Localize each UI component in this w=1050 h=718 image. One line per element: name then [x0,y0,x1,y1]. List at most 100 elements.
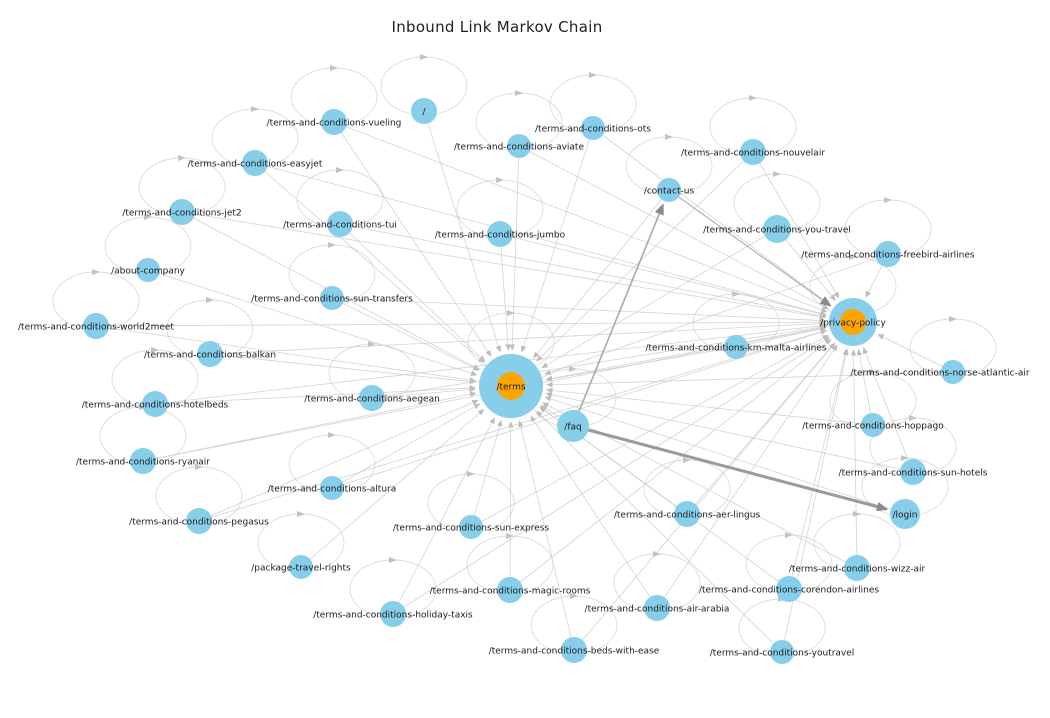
graph-node-highlight [497,372,525,400]
node-label: /package-travel-rights [251,564,351,574]
self-loop-arrow-icon [151,347,159,353]
self-loop-arrow-icon [901,455,909,461]
graph-edge [142,391,477,462]
self-loop-arrow-icon [785,532,793,538]
graph-edge [656,344,838,609]
self-loop-arrow-icon [569,366,577,372]
node-label: /terms-and-conditions-holiday-taxis [313,611,473,621]
self-loop-arrow-icon [389,557,397,563]
label-layer: / /terms-and-conditions-vueling/terms-and… [18,108,1030,659]
node-label: /terms-and-conditions-norse-atlantic-air [850,369,1029,379]
self-loop-arrow-icon [570,593,578,599]
node-label: /terms-and-conditions-nouvelair [681,149,825,159]
graph-edge [517,420,575,651]
graph-edge [668,189,832,307]
graph-node-highlight [840,309,866,335]
graph-edge [686,342,836,515]
graph-edge [572,203,664,427]
graph-edge [877,334,954,373]
self-loop-arrow-icon [206,297,214,303]
graph-node [136,258,160,282]
self-loop-arrow-icon [507,310,515,316]
node-label: /terms-and-conditions-vueling [267,119,402,129]
self-loop-arrow-icon [909,415,917,421]
graph-edge [333,121,492,357]
node-label: /terms-and-conditions-ots [535,125,651,135]
graph-node [763,215,791,243]
self-loop-arrow-icon [849,254,857,260]
graph-edge [198,399,479,522]
graph-node [724,335,748,359]
self-loop-arrow-icon [368,341,376,347]
self-loop-arrow-icon [195,464,203,470]
graph-edge [423,110,502,353]
node-label: /terms-and-conditions-youtravel [710,649,855,659]
node-label: /terms-and-conditions-beds-with-ease [489,647,660,657]
self-loop-arrow-icon [589,72,597,78]
self-loop-arrow-icon [515,90,523,96]
node-label: /terms-and-conditions-km-malta-airlines [645,344,826,354]
node-label: /terms-and-conditions-jumbo [435,231,566,241]
graph-edge [856,348,874,426]
graph-edge [392,336,831,615]
graph-node [320,286,344,310]
graph-edge [545,321,854,382]
graph-edge [198,329,828,522]
self-loop-arrow-icon [297,511,305,517]
graph-edge [735,326,827,348]
graph-node [844,555,870,581]
graph-edge [544,396,906,515]
graph-edge [181,211,827,320]
graph-node [875,241,901,267]
graph-edge [776,228,836,301]
graph-node [776,576,802,602]
node-label: /terms-and-conditions-balkan [144,351,276,361]
node-label: / [422,108,426,118]
graph-edge [862,347,914,473]
graph-edge [520,127,594,353]
node-label: /terms-and-conditions-wizz-air [789,565,926,575]
node-label: /terms-and-conditions-magic-rooms [430,587,591,597]
graph-node [380,601,406,627]
graph-edge [331,403,481,489]
self-loop-arrow-icon [467,471,475,477]
self-loop-arrow-icon [251,106,259,112]
self-loop-arrow-icon [496,177,504,183]
node-label: /terms-and-conditions-aer-lingus [614,511,761,521]
graph-node [359,385,385,411]
graph-node [289,555,313,579]
node-label: /contact-us [644,187,695,197]
graph-node [327,211,353,237]
graph-edge [850,349,858,569]
graph-node [507,134,531,158]
graph-node [740,139,766,165]
graph-edge [541,228,778,369]
graph-edge [339,223,827,319]
graph-edge [546,371,954,388]
node-label: /terms-and-conditions-sun-transfers [251,295,413,305]
graph-edge [499,233,511,351]
graph-edge [572,424,889,512]
graph-node [557,410,589,442]
node-label: /login [893,511,918,521]
graph-node [197,341,223,367]
graph-edge [536,410,783,653]
graph-node [487,221,513,247]
self-loop-arrow-icon [949,316,957,322]
self-loop-arrow-icon [853,511,861,517]
node-label: /terms-and-conditions-air-arabia [585,605,730,615]
self-loop-arrow-icon [749,95,757,101]
node-label: /terms-and-conditions-hotelbeds [82,401,229,411]
graph-node [861,413,885,437]
graph-node [83,313,109,339]
self-loop-arrow-icon [665,134,673,140]
graph-node [169,199,195,225]
graph-edge [788,348,848,590]
node-label: /terms-and-conditions-jet2 [122,209,241,219]
graph-node [890,499,920,529]
node-label: /terms-and-conditions-altura [268,485,397,495]
graph-edge [545,387,874,426]
graph-node [321,109,347,135]
graph-node [561,637,587,663]
